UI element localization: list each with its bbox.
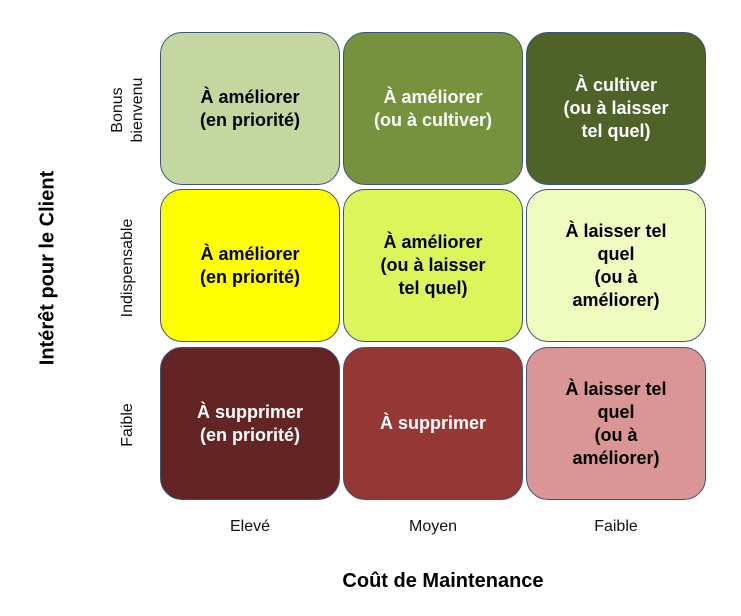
column-label-eleve: Elevé [229,518,271,535]
cell-indispensable-moyen: À améliorer (ou à laisser tel quel) [343,189,523,342]
cell-faible-moyen: À supprimer [343,347,523,500]
column-label-moyen: Moyen [408,518,458,535]
row-label-bonus-text: Bonus bienvenu [109,77,146,143]
cell-indispensable-faible: À laisser tel quel (ou à améliorer) [526,189,706,342]
cell-bonus-eleve: À améliorer (en priorité) [160,32,340,185]
y-axis-title-text: Intérêt pour le Client [36,170,59,366]
row-label-faible-text: Faible [119,403,136,447]
cell-indispensable-eleve: À améliorer (en priorité) [160,189,340,342]
cell-bonus-moyen: À améliorer (ou à cultiver) [343,32,523,185]
cell-faible-eleve: À supprimer (en priorité) [160,347,340,500]
cell-faible-faible: À laisser tel quel (ou à améliorer) [526,347,706,500]
x-axis-title: Coût de Maintenance [342,570,544,592]
row-label-indispensable-text: Indispensable [119,218,136,318]
column-label-faible: Faible [594,518,638,535]
cell-bonus-faible: À cultiver (ou à laisser tel quel) [526,32,706,185]
